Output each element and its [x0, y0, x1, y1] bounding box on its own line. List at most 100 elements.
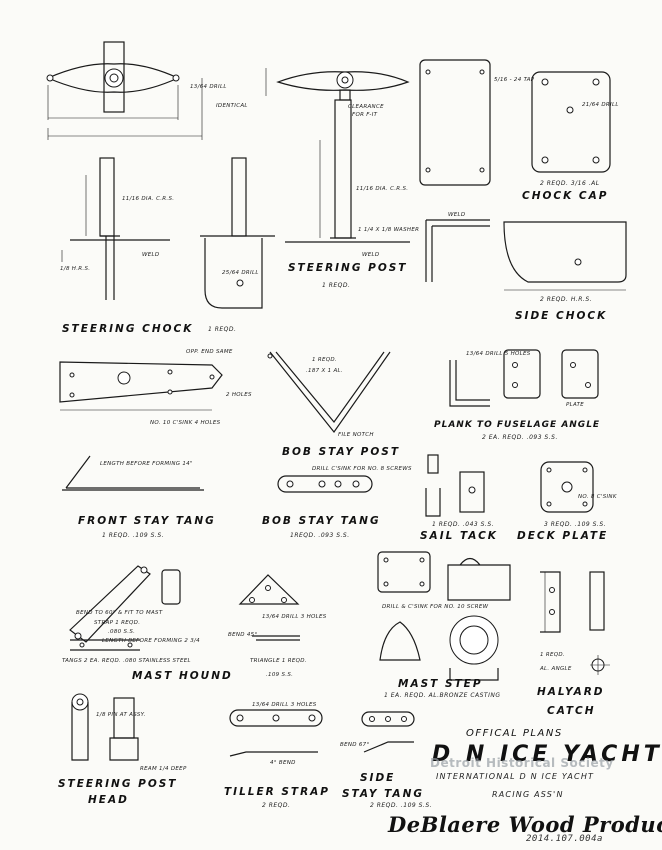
- note-bend-60: BEND TO 60° & FIT TO MAST: [76, 610, 163, 616]
- steering-post-req: 1 REQD.: [322, 282, 351, 289]
- steering-post-title: STEERING POST: [288, 262, 408, 274]
- note-weld-1: WELD: [142, 252, 160, 258]
- sail-tack-req: 1 REQD. .043 S.S.: [432, 521, 495, 528]
- note-hrs: 1/8 H.R.S.: [60, 266, 91, 272]
- note-plate: PLATE: [566, 402, 585, 408]
- note-tap: 5/16 - 24 TAP: [494, 77, 535, 83]
- plank-angle-drawing: [449, 349, 599, 407]
- note-clearance: CLEARANCE: [348, 104, 384, 110]
- note-drill-3: 21/64 DRILL: [582, 102, 619, 108]
- note-plank-holes: 13/64 DRILL 5 HOLES: [466, 351, 531, 357]
- note-two-holes: 2 HOLES: [226, 392, 252, 398]
- bob-stay-tang-title: BOB STAY TANG: [262, 515, 381, 527]
- note-weld-3: WELD: [448, 212, 466, 218]
- bob-stay-tang-req: 1REQD. .093 S.S.: [290, 532, 350, 539]
- bob-stay-post-drawing: [267, 351, 391, 434]
- chock-cap-title: CHOCK CAP: [522, 190, 609, 202]
- assn-line-2: RACING ASS'N: [492, 790, 564, 799]
- halyard-catch-title-1: HALYARD: [537, 686, 605, 698]
- mast-hound-drawing: [69, 565, 300, 651]
- note-tiller-drill: 13/64 DRILL 3 HOLES: [252, 702, 317, 708]
- note-drill-3holes: 13/64 DRILL 3 HOLES: [262, 614, 327, 620]
- note-drill-csink-10: DRILL & C'SINK FOR NO. 10 SCREW: [382, 604, 489, 610]
- steering-post-drawing: [285, 99, 410, 243]
- note-length-before: LENGTH BEFORE FORMING 2 3/4: [102, 638, 200, 644]
- sail-tack-drawing: [425, 454, 485, 517]
- official-plans: OFFICAL PLANS: [466, 728, 563, 739]
- tiller-strap-drawing: [229, 709, 323, 757]
- watermark: Detroit Historical Society: [430, 756, 614, 770]
- note-bend-4: 4° BEND: [270, 760, 296, 766]
- note-drill-csink: DRILL C'SINK FOR NO. 8 SCREWS: [312, 466, 412, 472]
- bob-stay-post-title: BOB STAY POST: [282, 446, 401, 458]
- sail-tack-title: SAIL TACK: [420, 530, 498, 542]
- steering-chock-drawing: [61, 157, 275, 309]
- side-stay-tang-title-1: SIDE: [360, 772, 396, 784]
- steering-post-head-title-1: STEERING POST: [58, 778, 178, 790]
- side-chock-req: 2 REQD. H.R.S.: [540, 296, 593, 303]
- note-triangle-ss: .109 S.S.: [266, 672, 294, 678]
- chock-cap-drawing: [419, 59, 611, 186]
- mast-step-drawing: [377, 551, 511, 681]
- steering-chock-req: 1 REQD.: [208, 326, 237, 333]
- note-bend-45: BEND 45°: [228, 632, 258, 638]
- front-stay-tang-req: 1 REQD. .109 S.S.: [102, 532, 165, 539]
- note-length-forming: LENGTH BEFORE FORMING 14": [100, 461, 193, 467]
- steering-arm-drawing: [46, 41, 203, 140]
- steering-post-head-drawing: [71, 693, 139, 761]
- front-stay-tang-drawing: [59, 361, 223, 491]
- steering-chock-title: STEERING CHOCK: [62, 323, 194, 335]
- note-strap-req: STRAP 1 REQD.: [94, 620, 141, 626]
- note-dia-crs-1: 11/16 DIA. C.R.S.: [122, 196, 175, 202]
- note-for-fit: FOR F-IT: [352, 112, 378, 118]
- note-pin: 1/8 PIN AT ASSY.: [96, 712, 146, 718]
- brand-name: DeBlaere Wood Products: [388, 812, 662, 837]
- deck-plate-title: DECK PLATE: [517, 530, 609, 542]
- note-dia-crs-2: 11/16 DIA. C.R.S.: [356, 186, 409, 192]
- catalog-number: 2014.107.004a: [526, 834, 603, 844]
- halyard-catch-drawing: [540, 571, 610, 675]
- note-ss-080: .080 S.S.: [108, 629, 136, 635]
- steering-arm-side-drawing: [265, 68, 410, 101]
- deck-plate-drawing: [540, 461, 594, 513]
- chock-cap-req: 2 REQD. 3/16 .AL: [540, 180, 600, 187]
- mast-step-title: MAST STEP: [398, 678, 483, 690]
- mast-step-req: 1 EA. REQD. AL.BRONZE CASTING: [384, 692, 501, 699]
- note-identical: IDENTICAL: [216, 103, 248, 109]
- plank-angle-title: PLANK TO FUSELAGE ANGLE: [434, 420, 601, 430]
- note-al-req: 1 REQD.: [540, 652, 565, 658]
- plank-angle-req: 2 EA. REQD. .093 S.S.: [482, 434, 558, 441]
- note-al-angle: AL. ANGLE: [540, 666, 572, 672]
- note-tangs: TANGS 2 EA. REQD. .080 STAINLESS STEEL: [62, 658, 191, 664]
- steering-post-head-title-2: HEAD: [88, 794, 129, 806]
- side-chock-title: SIDE CHOCK: [515, 310, 608, 322]
- note-drill-1: 13/64 DRILL: [190, 84, 227, 90]
- tiller-strap-title: TILLER STRAP: [224, 786, 330, 798]
- halyard-catch-title-2: CATCH: [547, 705, 596, 717]
- side-stay-tang-drawing: [361, 711, 415, 753]
- tiller-strap-req: 2 REQD.: [262, 802, 291, 809]
- side-stay-tang-req: 2 REQD. .109 S.S.: [370, 802, 433, 809]
- front-stay-tang-title: FRONT STAY TANG: [78, 515, 216, 527]
- note-washer: 1 1/4 X 1/8 WASHER: [358, 227, 420, 233]
- note-bob-req: 1 REQD.: [312, 357, 337, 363]
- side-stay-tang-title-2: STAY TANG: [342, 788, 424, 800]
- note-bend-67: BEND 67°: [340, 742, 370, 748]
- note-ream: REAM 1/4 DEEP: [140, 766, 187, 772]
- assn-line-1: INTERNATIONAL D N ICE YACHT: [436, 772, 595, 781]
- note-drill-2: 25/64 DRILL: [222, 270, 259, 276]
- note-opp-end: OPP. END SAME: [186, 349, 233, 355]
- note-deck-csink: NO. 8 C'SINK: [578, 494, 617, 500]
- yacht-title: D N ICE YACHT: [432, 742, 662, 767]
- note-weld-2: WELD: [362, 252, 380, 258]
- side-chock-drawing: [425, 219, 627, 291]
- deck-plate-req: 3 REQD. .109 S.S.: [544, 521, 607, 528]
- mast-hound-title: MAST HOUND: [132, 670, 233, 682]
- note-triangle: TRIANGLE 1 REQD.: [250, 658, 307, 664]
- note-bob-dim: .187 X 1 AL.: [306, 368, 343, 374]
- note-csink: NO. 10 C'SINK 4 HOLES: [150, 420, 221, 426]
- bob-stay-tang-drawing: [277, 475, 373, 493]
- note-file-notch: FILE NOTCH: [338, 432, 374, 438]
